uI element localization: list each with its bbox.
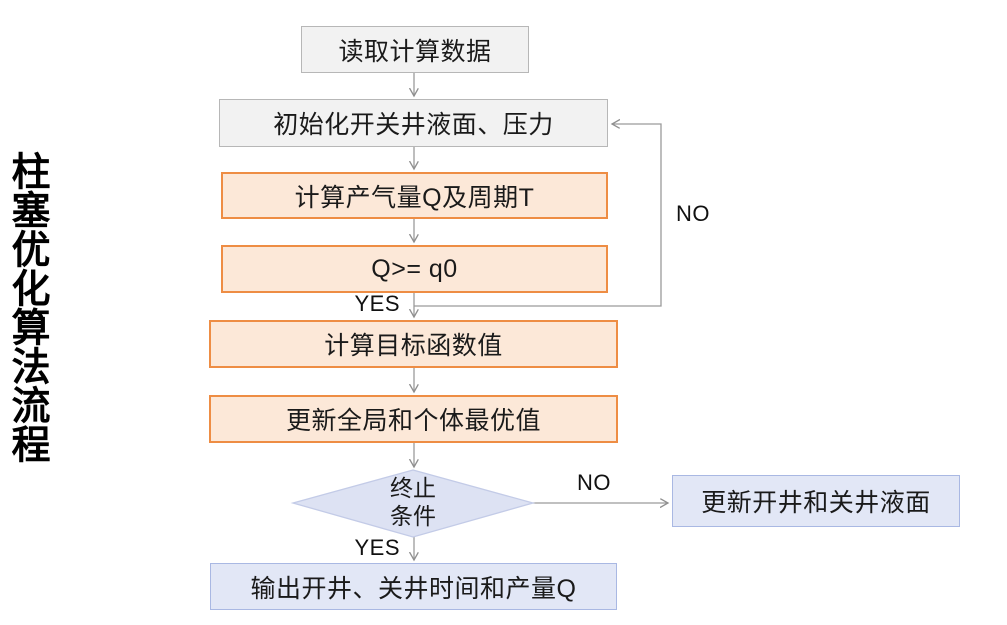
node-calc-objective-label: 计算目标函数值 <box>324 332 503 360</box>
node-output-label: 输出开井、关井时间和产量Q <box>250 574 577 603</box>
edge-label-yes-terminate: YES <box>354 535 400 560</box>
node-update-best: 更新全局和个体最优值 <box>209 395 618 443</box>
node-update-best-label: 更新全局和个体最优值 <box>285 407 541 435</box>
node-read-data-label: 读取计算数据 <box>338 37 492 66</box>
node-q-check-label: Q>= q0 <box>371 254 458 283</box>
terminate-diamond-shape <box>290 469 536 538</box>
node-calc-objective: 计算目标函数值 <box>209 320 618 368</box>
node-terminate-line1: 终止 <box>390 475 436 501</box>
node-calc-q: 计算产气量Q及周期T <box>221 172 608 219</box>
edge-label-no-terminate: NO <box>577 470 611 495</box>
node-terminate-line2: 条件 <box>390 503 436 529</box>
node-read-data: 读取计算数据 <box>301 26 529 73</box>
node-update-liquid-label: 更新开井和关井液面 <box>701 489 931 517</box>
edge-label-no-loop: NO <box>676 201 710 226</box>
node-init: 初始化开关井液面、压力 <box>219 99 608 147</box>
node-terminate-condition: 终止 条件 <box>343 474 483 530</box>
page-title: 柱塞优化算法流程 <box>6 151 49 463</box>
node-output: 输出开井、关井时间和产量Q <box>210 563 617 610</box>
node-update-liquid: 更新开井和关井液面 <box>672 475 960 527</box>
feedback-loop-line <box>414 124 662 307</box>
node-calc-q-label: 计算产气量Q及周期T <box>294 183 535 212</box>
node-q-check: Q>= q0 <box>221 245 608 293</box>
node-init-label: 初始化开关井液面、压力 <box>273 111 554 139</box>
edge-label-yes-continue: YES <box>354 291 400 316</box>
